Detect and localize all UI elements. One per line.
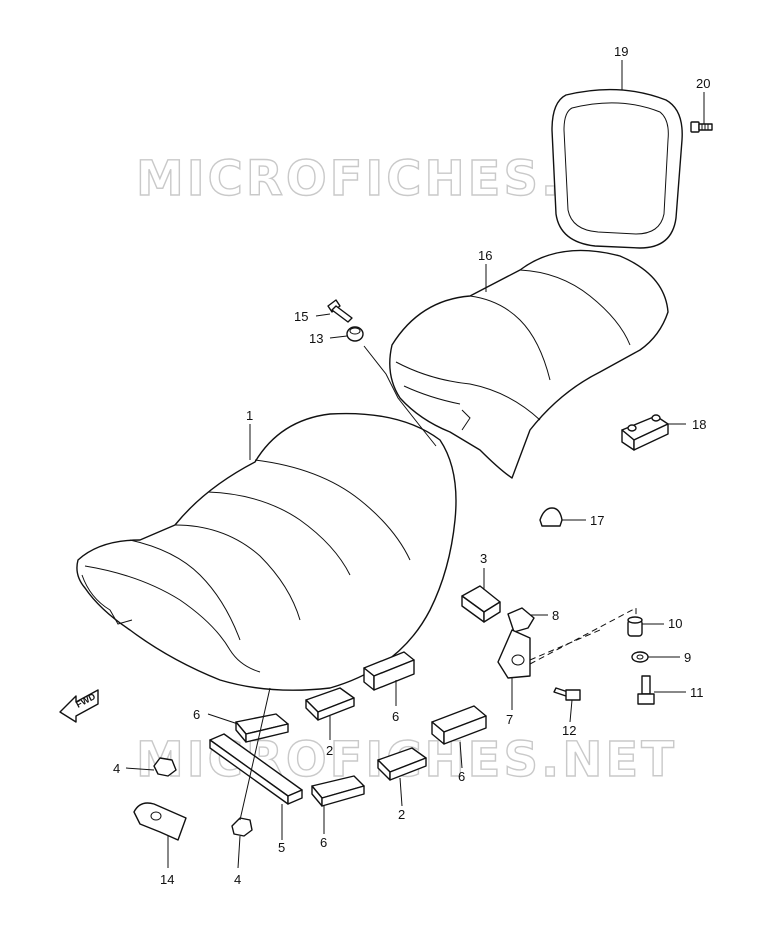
callout-3: 3 xyxy=(480,551,487,566)
callout-11: 11 xyxy=(690,685,704,700)
callout-19: 19 xyxy=(614,44,628,59)
backrest-pad xyxy=(551,88,683,249)
bolt-part-15 xyxy=(327,299,353,323)
nut-part-13 xyxy=(346,326,364,342)
callout-4b: 4 xyxy=(234,872,241,887)
callout-9: 9 xyxy=(684,650,691,665)
callout-6d: 6 xyxy=(320,835,327,850)
callout-15: 15 xyxy=(294,309,308,324)
collar-part-10 xyxy=(627,616,643,637)
cushion-block-2b xyxy=(377,747,427,781)
callout-labels: 19 20 16 15 13 1 18 17 3 8 10 9 11 12 7 … xyxy=(113,44,710,887)
bumper-part-18 xyxy=(621,414,669,451)
main-seat xyxy=(76,412,457,691)
clip-part-4a xyxy=(153,757,177,777)
callout-12: 12 xyxy=(562,723,576,738)
fwd-arrow-icon: FWD xyxy=(59,689,99,723)
callout-16: 16 xyxy=(478,248,492,263)
hook-bracket-part-14 xyxy=(133,802,187,841)
rubber-block-6b xyxy=(363,651,415,691)
plate-part-7 xyxy=(497,629,531,679)
cushion-part-8 xyxy=(507,607,535,633)
callout-4a: 4 xyxy=(113,761,120,776)
bolt-part-12 xyxy=(553,687,581,701)
callout-2a: 2 xyxy=(326,743,333,758)
callout-17: 17 xyxy=(590,513,604,528)
washer-part-9 xyxy=(631,651,649,663)
callout-6c: 6 xyxy=(458,769,465,784)
callout-13: 13 xyxy=(309,331,323,346)
callout-14: 14 xyxy=(160,872,174,887)
leader-lines xyxy=(125,60,705,869)
screw-part-20 xyxy=(690,121,713,133)
callout-6b: 6 xyxy=(392,709,399,724)
grommet-part-17 xyxy=(539,507,563,527)
callout-8: 8 xyxy=(552,608,559,623)
bracket-part-3 xyxy=(461,585,501,623)
callout-10: 10 xyxy=(668,616,682,631)
callout-5: 5 xyxy=(278,840,285,855)
callout-7: 7 xyxy=(506,712,513,727)
strip-part-5 xyxy=(209,733,303,805)
cushion-block-2a xyxy=(305,687,355,721)
callout-1: 1 xyxy=(246,408,253,423)
callout-18: 18 xyxy=(692,417,706,432)
bolt-part-11 xyxy=(637,675,655,705)
rubber-block-6d xyxy=(311,775,365,807)
callout-2b: 2 xyxy=(398,807,405,822)
callout-20: 20 xyxy=(696,76,710,91)
rear-seat xyxy=(389,249,669,479)
rubber-block-6c xyxy=(431,705,487,745)
clip-part-4b xyxy=(231,817,253,837)
callout-6a: 6 xyxy=(193,707,200,722)
